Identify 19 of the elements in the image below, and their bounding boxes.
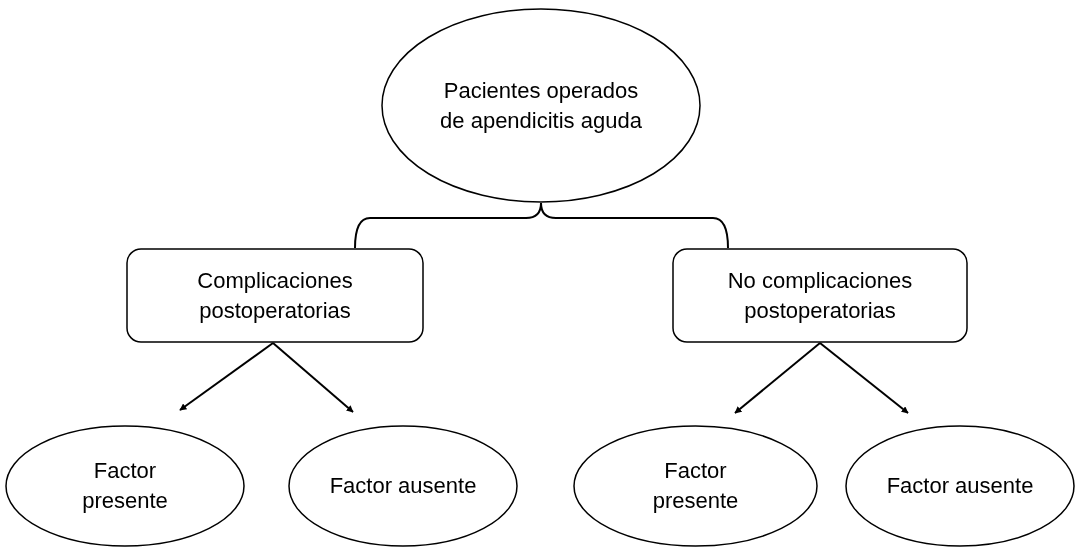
arrow [272, 342, 354, 413]
node-label: No complicaciones postoperatorias [726, 266, 914, 325]
arrow [179, 342, 274, 411]
arrow [734, 342, 821, 414]
process-box [126, 248, 424, 343]
ellipse-node [845, 425, 1075, 547]
node-label: Pacientes operados de apendicitis aguda [439, 76, 643, 135]
node-label: Complicaciones postoperatorias [196, 266, 354, 325]
arrow [819, 342, 909, 414]
ellipse-node [573, 425, 818, 547]
process-box [672, 248, 968, 343]
ellipse-node [288, 425, 518, 547]
node-label: Factor presente [651, 457, 740, 515]
brace-connector [540, 202, 729, 249]
ellipse-node [5, 425, 245, 547]
node-label: Factor ausente [329, 472, 477, 500]
node-label: Factor presente [81, 457, 169, 515]
node-label: Factor ausente [886, 472, 1034, 500]
ellipse-node [381, 8, 701, 203]
